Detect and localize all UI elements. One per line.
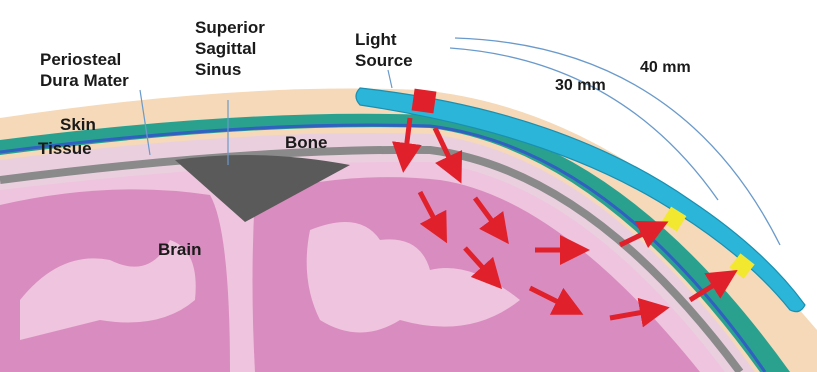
label-30mm: 30 mm bbox=[555, 77, 606, 94]
label-40mm: 40 mm bbox=[640, 59, 691, 76]
label-light-2: Source bbox=[355, 51, 413, 70]
label-skin: Skin bbox=[60, 115, 96, 134]
label-bone: Bone bbox=[285, 133, 328, 152]
label-light-1: Light bbox=[355, 30, 397, 49]
label-tissue: Tissue bbox=[38, 139, 92, 158]
label-sinus-2: Sagittal bbox=[195, 39, 256, 58]
label-sinus-3: Sinus bbox=[195, 60, 241, 79]
label-brain: Brain bbox=[158, 240, 201, 259]
light-source[interactable] bbox=[412, 89, 437, 114]
label-periosteal-1: Periosteal bbox=[40, 50, 121, 69]
label-periosteal-2: Dura Mater bbox=[40, 71, 129, 90]
label-sinus-1: Superior bbox=[195, 18, 265, 37]
